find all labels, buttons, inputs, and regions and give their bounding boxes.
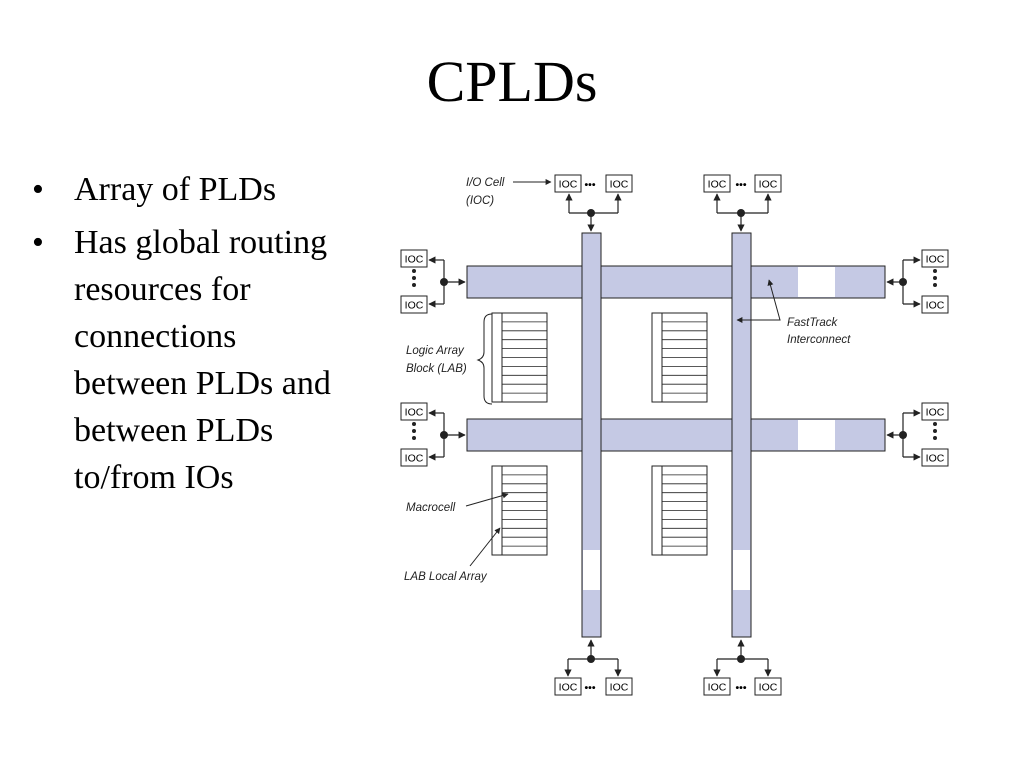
fasttrack-row-middle [466,418,886,452]
logic-array-block [651,312,708,403]
logic-array-block [651,465,708,556]
ioc-label: IOC [405,300,424,312]
ioc-label: IOC [708,682,727,694]
ioc-ellipsis-dot [933,422,937,426]
ioc-box: IOC [605,677,633,696]
ioc-label: IOC [405,453,424,465]
ioc-ellipsis-dot [412,436,416,440]
lab-label-abbr: Block (LAB) [406,363,467,375]
ioc-ellipsis-dot [412,422,416,426]
ioc-box: IOC [400,402,428,421]
ioc-ellipsis-dot [412,283,416,287]
ioc-box: IOC [921,448,949,467]
ioc-ellipsis-dot [933,429,937,433]
ioc-box: IOC [400,295,428,314]
bullet-text: Array of PLDs [74,171,277,208]
ioc-label: IOC [610,682,629,694]
lab-annotation: Logic Array Block (LAB) [406,313,493,405]
ioc-ellipsis-dot [412,276,416,280]
ioc-ellipsis: ••• [584,682,595,694]
slide-title: CPLDs [426,49,598,114]
ioc-label: IOC [926,300,945,312]
ioc-ellipsis: ••• [735,682,746,694]
bullet-item: • Has global routing resources for conne… [32,219,332,501]
ioc-label: IOC [559,682,578,694]
ioc-label: IOC [610,179,629,191]
fasttrack-column-right [731,232,752,638]
ioc-box: IOC [921,295,949,314]
ioc-ellipsis-dot [933,269,937,273]
ioc-label: IOC [559,179,578,191]
ioc-ellipsis-dot [933,276,937,280]
ioc-box: IOC [754,677,782,696]
io-cell-label: I/O Cell [466,177,505,189]
ioc-ellipsis-dot [933,283,937,287]
fasttrack-label: FastTrack [787,317,839,329]
ioc-box: IOC [703,174,731,193]
io-cell-label-abbr: (IOC) [466,195,494,207]
ioc-label: IOC [759,682,778,694]
fasttrack-row-top [466,265,886,299]
ioc-label: IOC [926,453,945,465]
fasttrack-label-2: Interconnect [787,334,851,346]
ioc-ellipsis-dot [412,429,416,433]
ioc-ellipsis-dot [412,269,416,273]
ioc-box: IOC [754,174,782,193]
fasttrack-column-left [581,232,602,638]
ioc-ellipsis-dot [933,436,937,440]
ioc-label: IOC [405,254,424,266]
bullet-list: • Array of PLDs • Has global routing res… [32,166,332,507]
ioc-box: IOC [605,174,633,193]
ioc-label: IOC [926,407,945,419]
ioc-label: IOC [708,179,727,191]
ioc-box: IOC [400,448,428,467]
ioc-label: IOC [759,179,778,191]
ioc-ellipsis: ••• [584,179,595,191]
lab-local-array-annotation: LAB Local Array [404,527,501,583]
lab-local-array-label: LAB Local Array [404,571,488,583]
macrocell-annotation: Macrocell [406,492,509,514]
ioc-box: IOC [400,249,428,268]
macrocell-label: Macrocell [406,502,456,514]
bullet-text: Has global routing resources for connect… [74,224,331,496]
ioc-ellipsis: ••• [735,179,746,191]
ioc-label: IOC [926,254,945,266]
ioc-box: IOC [554,677,582,696]
ioc-box: IOC [921,402,949,421]
ioc-box: IOC [921,249,949,268]
ioc-label: IOC [405,407,424,419]
lab-label: Logic Array [406,345,465,357]
bullet-item: • Array of PLDs [32,166,332,213]
ioc-box: IOC [554,174,582,193]
fasttrack-annotation: FastTrack Interconnect [736,279,851,346]
ioc-box: IOC [703,677,731,696]
bullet-marker: • [32,224,44,261]
logic-array-block [491,312,548,403]
logic-array-block [491,465,548,556]
io-cell-annotation: I/O Cell (IOC) [466,177,552,207]
bullet-marker: • [32,171,44,208]
